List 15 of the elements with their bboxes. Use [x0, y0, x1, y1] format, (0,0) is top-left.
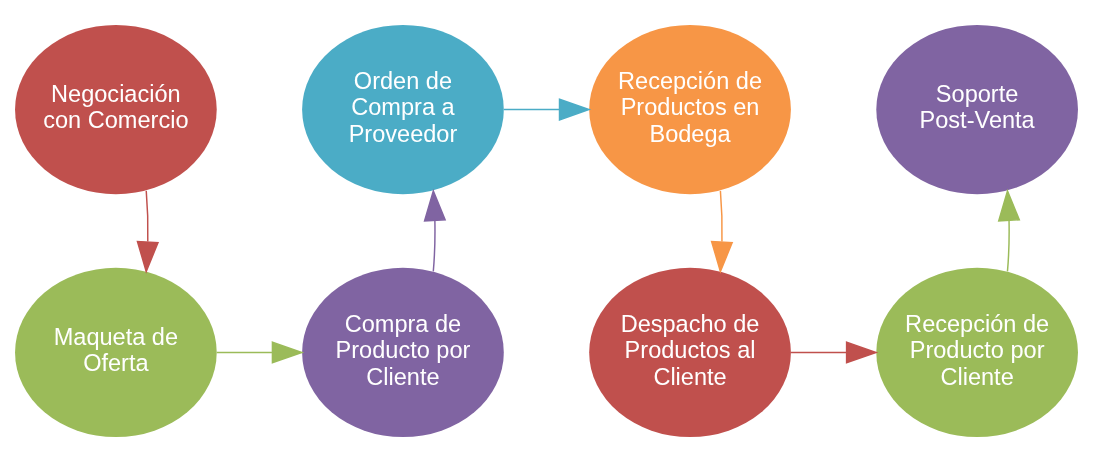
node-ellipse: Maqueta de Oferta: [15, 267, 217, 438]
arrow: [423, 188, 447, 273]
arrow: [997, 188, 1021, 273]
arrow: [503, 98, 592, 121]
arrow: [710, 190, 734, 274]
node-ellipse: Recepción de Producto por Cliente: [876, 267, 1078, 438]
node-ellipse: Negociación con Comercio: [15, 24, 217, 195]
node-ellipse: Despacho de Productos al Cliente: [589, 267, 791, 438]
arrow: [216, 341, 305, 364]
node-ellipse: Soporte Post-Venta: [876, 24, 1078, 195]
arrow: [136, 190, 160, 274]
arrow: [790, 341, 879, 364]
node-ellipse: Compra de Producto por Cliente: [302, 267, 504, 438]
node-ellipse: Orden de Compra a Proveedor: [302, 24, 504, 195]
node-ellipse: Recepción de Productos en Bodega: [589, 24, 791, 195]
